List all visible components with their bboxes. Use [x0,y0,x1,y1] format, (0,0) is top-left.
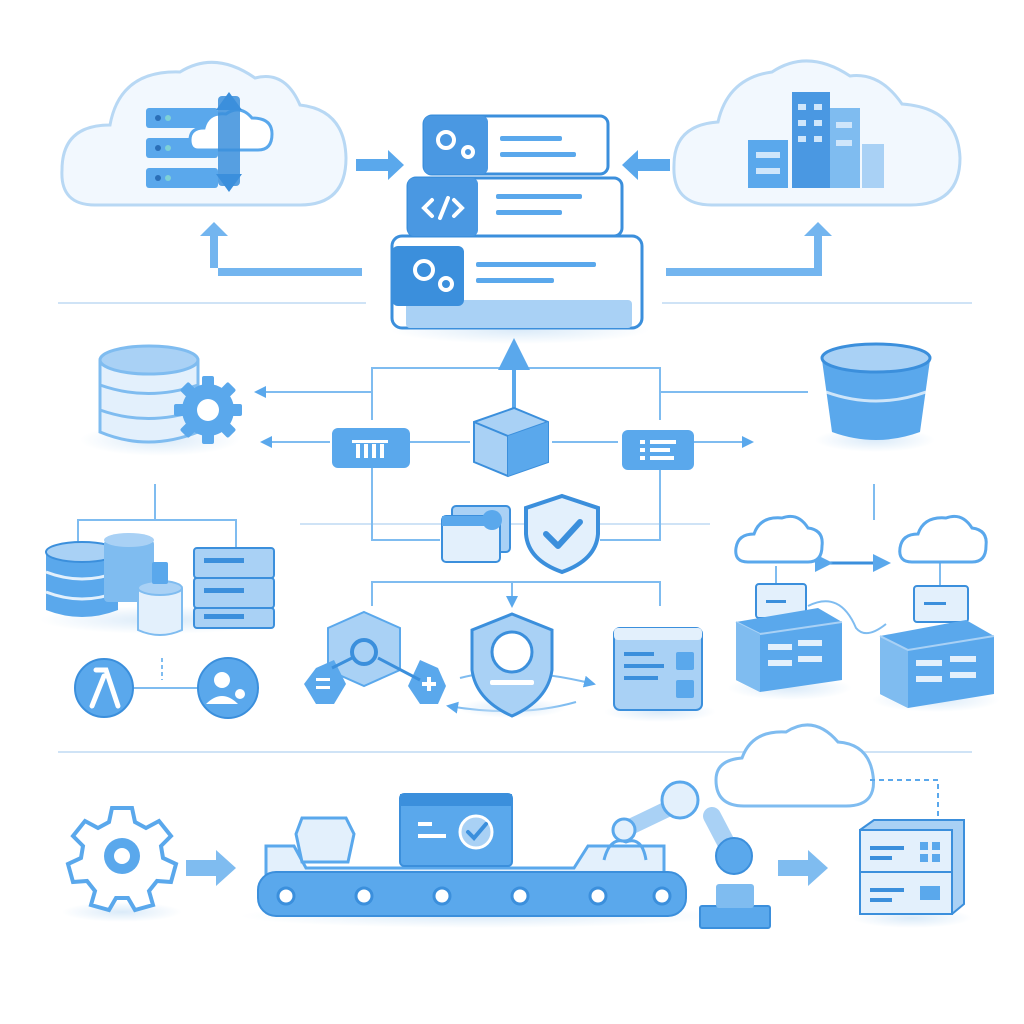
shield-badge-icon [458,612,566,718]
middle-connectors [254,338,808,541]
datacenter-left-icon [728,583,852,700]
enterprise-building-cloud-icon [672,59,962,207]
window-stack-icon [441,505,511,563]
arrow-left-icon [622,150,670,180]
gear-icon [174,376,242,444]
shield-check-icon [524,493,600,575]
gear-icon [413,130,475,292]
cloud-sync-icon [188,92,274,192]
hybrid-cloud-right-icon [898,514,988,564]
pipeline-arrows [186,850,828,886]
database-cluster-icon [40,533,280,636]
left-cluster-connectors [77,484,237,689]
robot-arm-icon [602,780,771,929]
list-node-icon [622,430,694,470]
filter-node-icon [332,428,410,468]
hybrid-cloud-left-icon [734,514,824,564]
pipeline-gear-icon [62,806,182,922]
lambda-function-icon [74,658,134,718]
cloud-storage-icon [60,60,348,207]
service-mesh-icon [304,610,446,704]
arrow-up-right-icon [666,222,832,276]
arrow-up-left-icon [200,222,362,276]
arrow-right-icon [778,850,828,886]
package-box-icon [473,406,549,478]
arrow-right-icon [356,150,404,180]
storage-bucket-icon [815,342,935,452]
deployment-stack-icon [390,114,650,344]
assembly-line-robot-icon [240,793,720,928]
app-server-icon [604,627,716,722]
pipeline-cloud-icon [714,723,939,820]
database-gear-icon [80,344,242,456]
datacenter-right-icon [872,585,1000,712]
code-icon [421,196,465,220]
top-flow-arrows [200,150,832,276]
server-rack-icon [852,819,972,928]
user-identity-icon [197,657,259,719]
arrow-right-icon [186,850,236,886]
